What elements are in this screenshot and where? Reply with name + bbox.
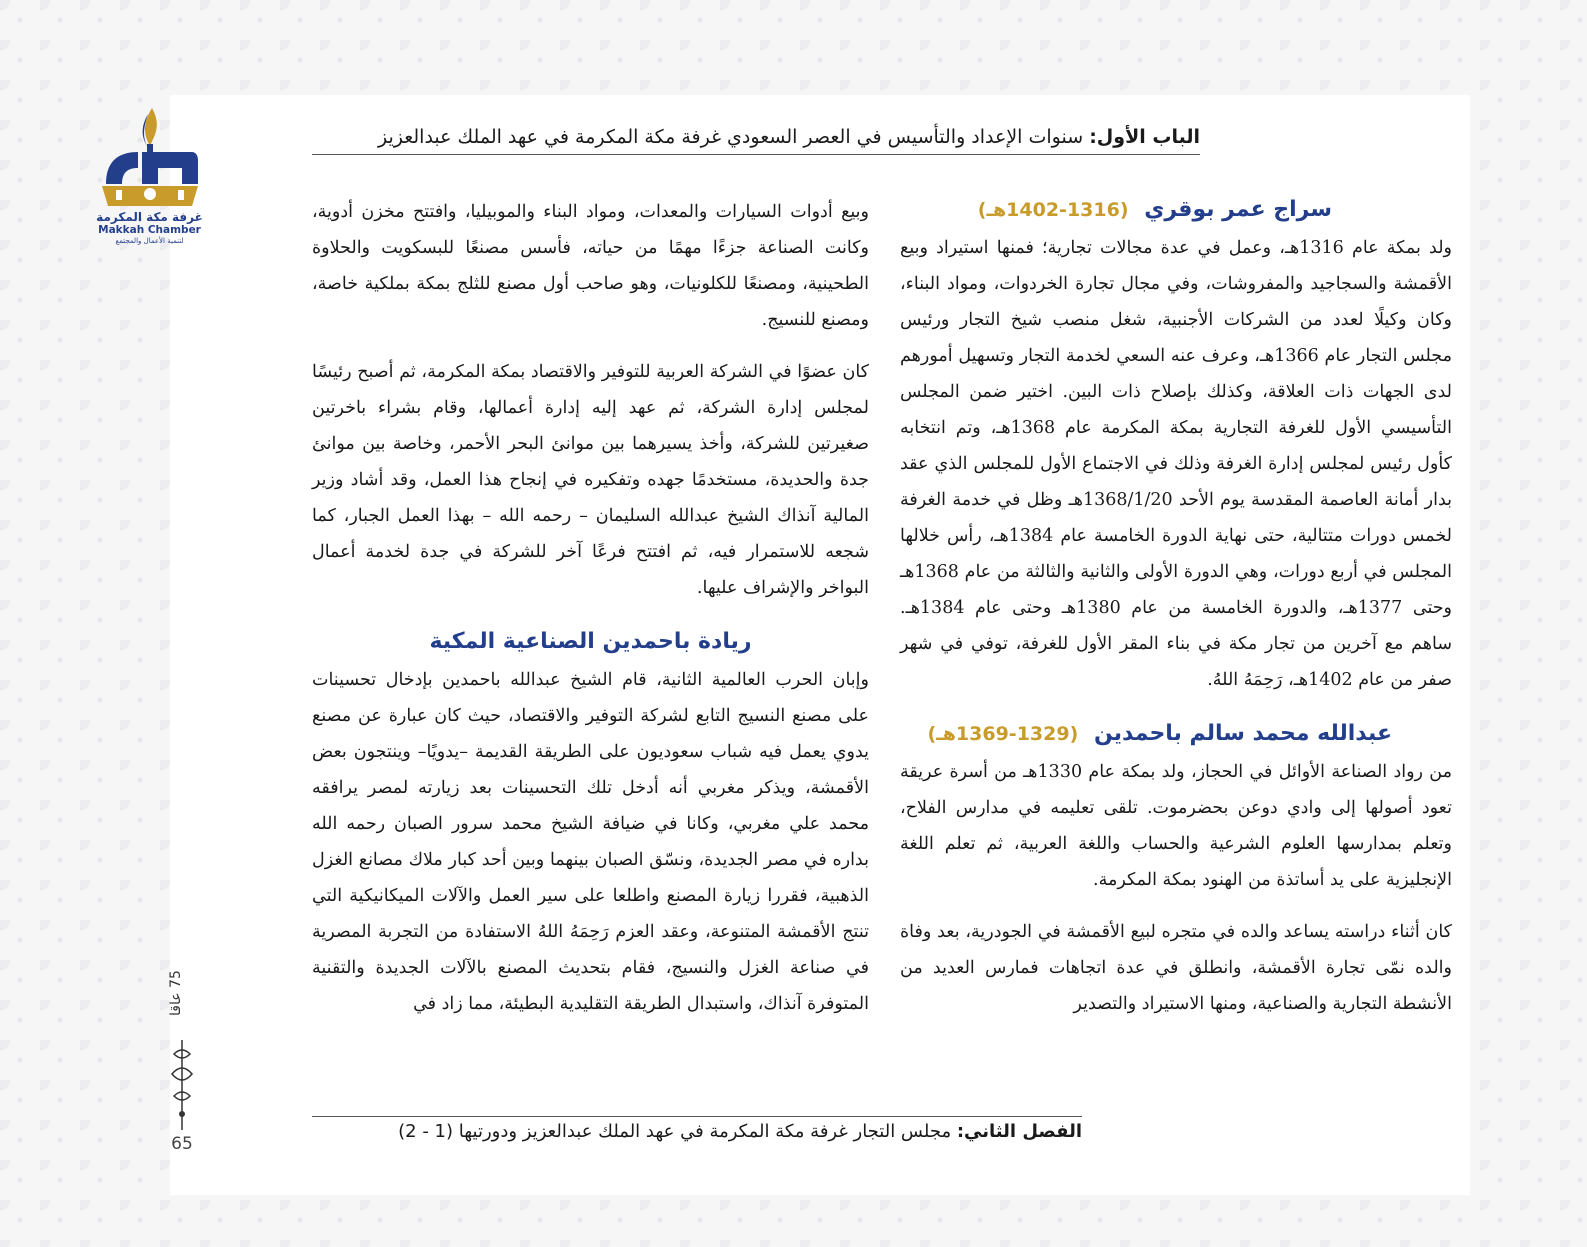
- paragraph-shipping-company: كان عضوًا في الشركة العربية للتوفير والا…: [312, 362, 869, 598]
- footer-section-title: مجلس التجار غرفة مكة المكرمة في عهد المل…: [398, 1121, 952, 1142]
- logo-tagline: لتنمية الأعمال والمجتمع: [115, 237, 184, 245]
- logo-arabic-name: غرفة مكة المكرمة: [96, 210, 203, 224]
- makkah-chamber-logo: غرفة مكة المكرمة Makkah Chamber لتنمية ا…: [92, 106, 207, 246]
- heading-bahmdain: عبدالله محمد سالم باحمدين (1329-1369هـ): [900, 714, 1452, 754]
- decorative-ornament-icon: [171, 1040, 193, 1130]
- running-footer: الفصل الثاني: مجلس التجار غرفة مكة المكر…: [312, 1116, 1082, 1147]
- logo-english-name: Makkah Chamber: [98, 224, 201, 236]
- paragraph-bahmdain-trade: كان أثناء دراسته يساعد والده في متجره لب…: [900, 922, 1452, 1014]
- header-chapter-title: سنوات الإعداد والتأسيس في العصر السعودي …: [377, 126, 1084, 148]
- paragraph-industries: وبيع أدوات السيارات والمعدات، ومواد البن…: [312, 202, 869, 330]
- heading-years: (1329-1369هـ): [927, 723, 1079, 745]
- heading-name: عبدالله محمد سالم باحمدين: [1093, 721, 1392, 746]
- page-sheet: [170, 95, 1470, 1195]
- left-column: وبيع أدوات السيارات والمعدات، ومواد البن…: [312, 194, 869, 1038]
- heading-industrial-leadership: ريادة باحمدين الصناعية المكية: [429, 629, 752, 654]
- paragraph-bogari-bio: ولد بمكة عام 1316هـ، وعمل في عدة مجالات …: [900, 238, 1452, 690]
- running-header: الباب الأول: سنوات الإعداد والتأسيس في ا…: [312, 124, 1200, 155]
- right-column: سراج عمر بوقري (1316-1402هـ) ولد بمكة عا…: [900, 190, 1452, 1038]
- footer-section-label: الفصل الثاني:: [956, 1121, 1082, 1142]
- anniversary-mark: 75 عاقا: [168, 970, 184, 1016]
- paragraph-bahmdain-early: من رواد الصناعة الأوائل في الحجاز، ولد ب…: [900, 762, 1453, 890]
- page-number: 65: [171, 1134, 193, 1154]
- heading-name: سراج عمر بوقري: [1144, 197, 1332, 222]
- chamber-emblem-icon: [102, 108, 198, 206]
- paragraph-textile-factory: وإبان الحرب العالمية الثانية، قام الشيخ …: [312, 670, 869, 1014]
- header-chapter-label: الباب الأول:: [1089, 126, 1200, 148]
- heading-siraj-bogari: سراج عمر بوقري (1316-1402هـ): [900, 190, 1452, 230]
- heading-years: (1316-1402هـ): [977, 199, 1129, 221]
